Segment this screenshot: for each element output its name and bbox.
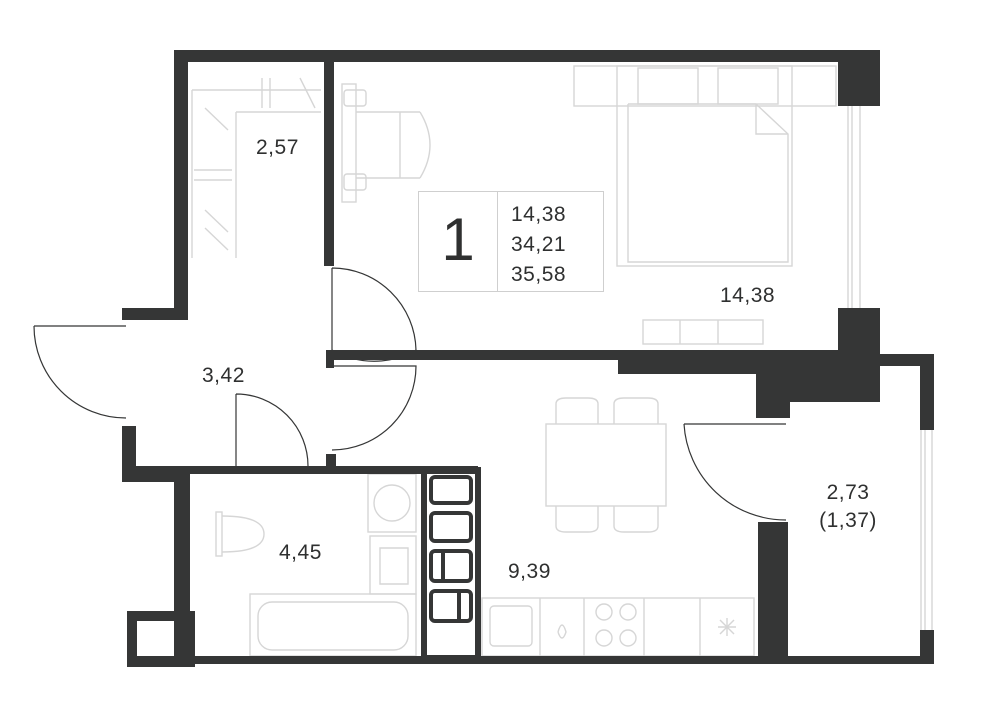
living-area: 14,38 (511, 203, 567, 226)
storage-shelves (191, 77, 321, 258)
kitchen-counter (481, 597, 755, 657)
bed (573, 65, 837, 267)
sink (369, 535, 417, 595)
toilet (215, 511, 265, 557)
bedroom-door (331, 267, 417, 362)
bedroom-window (847, 106, 861, 308)
hallway-area-label: 3,42 (202, 364, 245, 387)
dining-table (545, 397, 667, 533)
storage-area-label: 2,57 (256, 136, 299, 159)
bathroom-area-label: 4,45 (279, 541, 322, 564)
total-area: 34,21 (511, 233, 567, 256)
total-area-with-balcony: 35,58 (511, 263, 567, 286)
balcony-door (683, 423, 787, 521)
walls (122, 50, 934, 667)
bedroom-area-label: 14,38 (720, 284, 776, 307)
apartment-summary: 1 14,38 34,21 35,58 (418, 191, 604, 292)
doors (33, 267, 787, 521)
kitchen-door (331, 365, 417, 451)
bathtub (249, 593, 417, 657)
tv-stand (642, 319, 764, 345)
bathroom-door (235, 393, 309, 467)
ventilation-shafts (421, 467, 481, 661)
washing-machine (367, 473, 417, 533)
furniture (191, 65, 933, 657)
summary-divider (497, 192, 498, 291)
balcony-reduced-area-label: (1,37) (819, 509, 877, 532)
balcony-window (920, 428, 933, 632)
desk-with-chair (341, 83, 431, 203)
entrance-door (33, 325, 127, 419)
area-list: 14,38 34,21 35,58 (511, 200, 566, 290)
balcony-area-label: 2,73 (826, 481, 870, 504)
room-count: 1 (441, 206, 475, 273)
kitchen-area-label: 9,39 (508, 560, 551, 583)
